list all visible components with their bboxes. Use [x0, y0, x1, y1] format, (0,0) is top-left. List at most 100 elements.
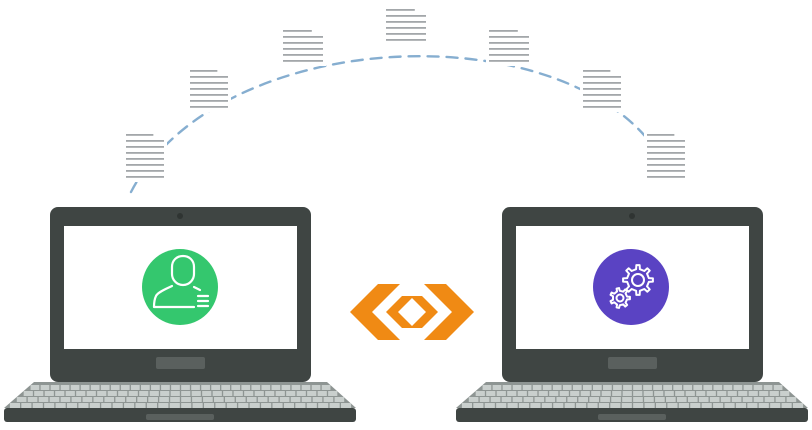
- keyboard-key: [126, 397, 137, 402]
- document-stack: [280, 27, 326, 66]
- document-stack: [187, 67, 231, 112]
- document-line: [126, 164, 164, 166]
- keyboard-key: [110, 385, 120, 390]
- keyboard-key: [518, 403, 530, 408]
- document-line: [283, 54, 323, 56]
- document-line: [283, 42, 323, 44]
- keyboard-key: [100, 385, 110, 390]
- keyboard-key: [66, 403, 78, 408]
- document-line: [583, 82, 621, 84]
- keyboard-key: [40, 385, 50, 390]
- gear-large-icon: [622, 264, 654, 296]
- keyboard-key: [706, 391, 716, 396]
- keyboard-key: [612, 391, 622, 396]
- keyboard-key: [246, 397, 257, 402]
- keyboard-key: [673, 385, 683, 390]
- keyboard-key: [468, 397, 479, 402]
- keyboard-key: [655, 403, 667, 408]
- keyboard-key: [268, 397, 279, 402]
- keyboard-key: [576, 403, 587, 408]
- document-stack: [580, 67, 624, 112]
- keyboard-key: [104, 397, 115, 402]
- keyboard-key: [9, 403, 21, 408]
- keyboard-key: [507, 391, 517, 396]
- keyboard-key: [713, 403, 724, 408]
- document-line: [647, 152, 685, 154]
- keyboard-key: [644, 397, 654, 402]
- document-line: [190, 106, 228, 108]
- keyboard-key: [60, 385, 70, 390]
- keyboard-key: [564, 403, 575, 408]
- keyboard-key: [112, 403, 123, 408]
- document-line: [126, 152, 164, 154]
- keyboard-key: [149, 391, 159, 396]
- keyboard-key: [334, 397, 345, 402]
- document-line: [583, 106, 621, 108]
- keyboard-key: [65, 391, 75, 396]
- gear-hole: [631, 273, 645, 287]
- keyboard-key: [512, 385, 522, 390]
- keyboard-key: [592, 385, 602, 390]
- keyboard-key: [747, 403, 758, 408]
- document-line: [386, 27, 426, 29]
- keyboard-key: [318, 403, 329, 408]
- document-line: [126, 170, 164, 172]
- document-line: [583, 76, 621, 78]
- keyboard-key: [601, 391, 611, 396]
- keyboard-key: [224, 397, 235, 402]
- keyboard-key: [181, 397, 191, 402]
- keyboard-key: [44, 391, 54, 396]
- document-line: [283, 36, 323, 38]
- keyboard-key: [769, 391, 779, 396]
- keyboard-key: [587, 403, 598, 408]
- keyboard-key: [238, 403, 249, 408]
- keyboard-key: [271, 385, 281, 390]
- left-laptop: [4, 207, 356, 422]
- keyboard-key: [709, 397, 720, 402]
- keyboard-key: [589, 397, 599, 402]
- right-chevron-outer: [424, 284, 474, 340]
- keyboard-key: [496, 403, 507, 408]
- right-laptop-camera: [629, 213, 635, 219]
- keyboard-key: [613, 385, 622, 390]
- keyboard-key: [115, 397, 126, 402]
- document-line: [283, 48, 323, 50]
- keyboard-key: [78, 403, 89, 408]
- document-line: [386, 9, 415, 11]
- keyboard-key: [556, 397, 567, 402]
- keyboard-key: [135, 403, 146, 408]
- keyboard-key: [137, 397, 147, 402]
- keyboard-key: [159, 397, 169, 402]
- keyboard-key: [306, 403, 317, 408]
- keyboard-key: [753, 385, 763, 390]
- keyboard-key: [633, 391, 643, 396]
- keyboard-key: [724, 403, 735, 408]
- keyboard-key: [30, 385, 40, 390]
- keyboard-key: [311, 385, 321, 390]
- keyboard-key: [528, 391, 538, 396]
- keyboard-key: [55, 391, 65, 396]
- document-line: [489, 36, 529, 38]
- document-line: [283, 60, 323, 62]
- keyboard-key: [786, 397, 797, 402]
- keyboard-key: [60, 397, 71, 402]
- keyboard-key: [753, 397, 764, 402]
- left-chevron-outer: [350, 284, 400, 340]
- settings-badge: [593, 249, 669, 325]
- keyboard-key: [678, 403, 689, 408]
- left-laptop-camera: [177, 213, 183, 219]
- keyboard-key: [622, 397, 632, 402]
- keyboard-key: [181, 403, 192, 408]
- document-line: [489, 42, 529, 44]
- keyboard-key: [501, 397, 512, 402]
- keyboard-key: [44, 403, 55, 408]
- keyboard-key: [151, 385, 160, 390]
- keyboard-key: [89, 403, 100, 408]
- keyboard-key: [261, 385, 271, 390]
- keyboard-key: [161, 385, 170, 390]
- keyboard-key: [328, 391, 338, 396]
- document-line: [190, 88, 228, 90]
- keyboard-key: [257, 397, 268, 402]
- document-stack: [383, 6, 429, 45]
- gears-icon: [609, 264, 654, 309]
